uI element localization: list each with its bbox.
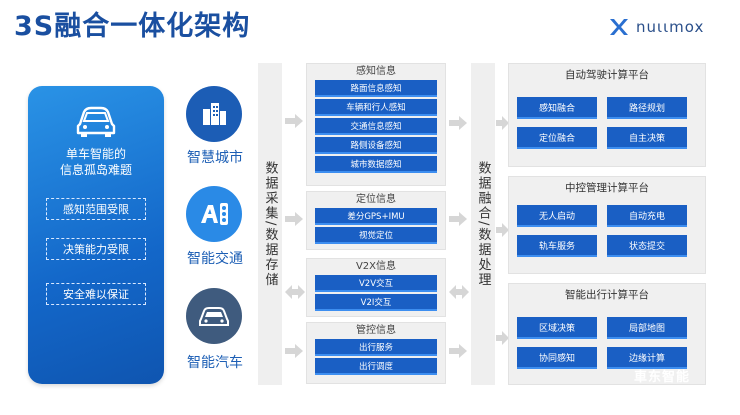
problem-caption: 单车智能的 信息孤岛难题 [28,146,164,178]
double-arrow-icon [449,285,469,299]
info-item: 路面信息感知 [315,80,437,97]
platform-function: 状态提交 [607,235,687,257]
info-item: 出行调度 [315,358,437,375]
right-arrow-icon [285,344,303,358]
right-arrow-icon [285,212,303,226]
info-item: V2I交互 [315,294,437,311]
group-title: V2X信息 [355,261,397,272]
platform-central-control: 中控管理计算平台 无人启动 自动充电 轨车服务 状态提交 [508,176,706,274]
platform-function: 协同感知 [517,347,597,369]
traffic-light-icon [186,186,242,242]
scenario-label-car: 智能汽车 [187,355,243,371]
scenario-label-city: 智慧城市 [187,150,243,166]
info-item: 车辆和行人感知 [315,99,437,116]
right-arrow-icon [449,212,467,226]
platform-function: 区域决策 [517,317,597,339]
x-cross-logo-icon [608,16,630,38]
platform-title: 中控管理计算平台 [565,182,649,194]
info-item: 出行服务 [315,339,437,356]
group-title: 管控信息 [356,325,396,336]
right-arrow-icon [496,331,509,345]
caption-line-2: 信息孤岛难题 [59,163,132,177]
info-item: 差分GPS+IMU [315,208,437,225]
scenario-label-traffic: 智能交通 [187,251,243,267]
right-arrow-icon [285,114,303,128]
platform-function: 自动充电 [607,205,687,227]
platform-function: 轨车服务 [517,235,597,257]
car-icon [74,100,118,140]
info-group-v2x: V2X信息 V2V交互 V2I交互 [306,258,446,317]
right-arrow-icon [449,344,467,358]
double-arrow-icon [285,285,305,299]
data-collection-column: 数据采集/数据存储 [258,63,282,385]
data-fusion-column: 数据融合/数据处理 [471,63,495,385]
right-arrow-icon [496,223,509,237]
platform-title: 智能出行计算平台 [565,289,649,301]
platform-function: 定位融合 [517,127,597,149]
platform-function: 局部地图 [607,317,687,339]
platform-function: 感知融合 [517,97,597,119]
info-item: V2V交互 [315,275,437,292]
issue-box: 感知范围受限 [46,198,146,220]
group-title: 定位信息 [356,194,396,205]
info-item: 交通信息感知 [315,118,437,135]
issue-box: 决策能力受限 [46,238,146,260]
problem-panel: 单车智能的 信息孤岛难题 感知范围受限 决策能力受限 安全难以保证 [28,86,164,384]
platform-function: 边缘计算 [607,347,687,369]
issue-box: 安全难以保证 [46,283,146,305]
platform-function: 路径规划 [607,97,687,119]
city-buildings-icon [186,86,242,142]
caption-line-1: 单车智能的 [65,147,126,161]
info-group-perception: 感知信息 路面信息感知 车辆和行人感知 交通信息感知 路侧设备感知 城市数据感知 [306,63,446,186]
info-group-control: 管控信息 出行服务 出行调度 [306,322,446,384]
right-arrow-icon [496,116,509,130]
platform-smart-travel: 智能出行计算平台 区域决策 局部地图 协同感知 边缘计算 [508,283,706,385]
data-collection-label: 数据采集/数据存储 [262,160,278,288]
data-fusion-label: 数据融合/数据处理 [475,160,491,288]
info-group-positioning: 定位信息 差分GPS+IMU 视觉定位 [306,191,446,250]
brand-logo: nuιιmox [608,16,704,38]
group-title: 感知信息 [356,66,396,77]
logo-text: nuιιmox [636,18,705,36]
page-title: 3S融合一体化架构 [14,11,251,42]
car-icon [186,288,242,344]
platform-title: 自动驾驶计算平台 [565,69,649,81]
right-arrow-icon [449,116,467,130]
platform-function: 自主决策 [607,127,687,149]
platform-function: 无人启动 [517,205,597,227]
watermark: 車东智能 [634,370,691,385]
info-item: 视觉定位 [315,227,437,244]
info-item: 路侧设备感知 [315,137,437,154]
platform-autonomous-driving: 自动驾驶计算平台 感知融合 路径规划 定位融合 自主决策 [508,63,706,167]
info-item: 城市数据感知 [315,156,437,173]
